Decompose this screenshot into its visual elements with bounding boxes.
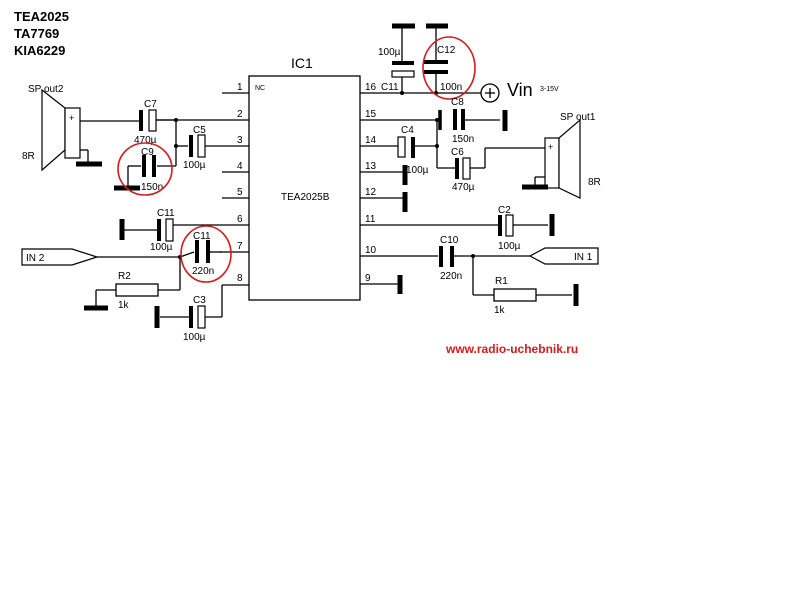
c6-value: 470µ [452, 182, 475, 193]
left-output-section: + SP out2 8R C7 470µ C5 100µ C9 150n [22, 84, 206, 196]
ic-part-number: TEA2025B [281, 192, 330, 203]
speaker-right-label: SP out1 [560, 112, 596, 123]
pin-12: 12 [365, 187, 377, 198]
part-name-1: TEA2025 [14, 9, 69, 24]
pin-7: 7 [237, 241, 243, 252]
c12-ref: C12 [437, 45, 456, 56]
c11-supply-ref: C11 [381, 82, 399, 93]
pin-11: 11 [365, 214, 376, 225]
c8-value: 150n [452, 134, 474, 145]
pin-13: 13 [365, 161, 377, 172]
right-output-section: C8 150n C4 100µ C6 470µ + SP out1 8R [397, 97, 601, 199]
input-left-section: IN 2 C11 220n R2 1k [21, 225, 232, 311]
pin-15: 15 [365, 109, 377, 120]
speaker-left-label: SP out2 [28, 84, 64, 95]
c4-value: 100µ [406, 165, 429, 176]
c9-highlight [117, 142, 173, 196]
input-left-label: IN 2 [26, 253, 45, 264]
c7-ref: C7 [144, 99, 157, 110]
pin-9: 9 [365, 273, 371, 284]
c12-highlight [422, 36, 476, 100]
c11-supply-value: 100µ [378, 47, 401, 58]
ic-ref: IC1 [291, 55, 313, 71]
ic-left-pins: 1 2 3 4 5 6 7 8 [150, 82, 249, 286]
pin-5: 5 [237, 187, 243, 198]
c9-ref: C9 [141, 147, 154, 158]
c10-value: 220n [440, 271, 462, 282]
c11-pin6-ref: C11 [157, 208, 175, 219]
pin-2: 2 [237, 109, 243, 120]
speaker-left-polarity: + [69, 113, 74, 123]
c11-input-value: 220n [192, 266, 214, 277]
vin-label: Vin [507, 80, 533, 100]
right-ground-stubs [397, 165, 408, 294]
speaker-right-polarity: + [548, 142, 553, 152]
c9-value: 150n [141, 182, 163, 193]
c2-ref: C2 [498, 205, 511, 216]
source-url[interactable]: www.radio-uchebnik.ru [445, 342, 578, 356]
speaker-right-impedance: 8R [588, 177, 601, 188]
r2-ref: R2 [118, 271, 131, 282]
part-list: TEA2025 TA7769 KIA6229 [14, 9, 69, 58]
c8-ref: C8 [451, 97, 464, 108]
pin-8: 8 [237, 273, 243, 284]
input-left-connector [21, 248, 99, 266]
c11-pin6-value: 100µ [150, 242, 173, 253]
c10-ref: C10 [440, 235, 459, 246]
ic-right-pins: 16 15 14 13 12 11 10 9 [360, 82, 498, 285]
r1-ref: R1 [495, 276, 508, 287]
speaker-right-icon [558, 118, 581, 199]
part-name-3: KIA6229 [14, 43, 65, 58]
c4-ref: C4 [401, 125, 414, 136]
c3-value: 100µ [183, 332, 206, 343]
input-right-label: IN 1 [574, 252, 593, 263]
c11-input-highlight [180, 225, 232, 283]
c2-section: C2 100µ [498, 205, 555, 252]
r1-value: 1k [494, 305, 506, 316]
input-right-section: C10 220n R1 1k IN 1 [439, 235, 599, 316]
c12-value: 100n [440, 82, 462, 93]
c7-value: 470µ [134, 135, 157, 146]
c5-value: 100µ [183, 160, 206, 171]
pin-1: 1 [237, 82, 243, 93]
part-name-2: TA7769 [14, 26, 59, 41]
input-right-connector [528, 247, 599, 265]
c2-value: 100µ [498, 241, 521, 252]
c11-input-ref: C11 [193, 231, 211, 242]
c3-ref: C3 [193, 295, 206, 306]
vin-range: 3-15V [540, 86, 559, 93]
c3-section: C3 100µ [154, 285, 223, 343]
pin-4: 4 [237, 161, 243, 172]
c5-ref: C5 [193, 125, 206, 136]
pin-10: 10 [365, 245, 377, 256]
pin-nc-label: NC [255, 85, 265, 92]
pin-14: 14 [365, 135, 377, 146]
pin-16: 16 [365, 82, 377, 93]
c11-pin6-section: C11 100µ [119, 208, 222, 253]
pin-6: 6 [237, 214, 243, 225]
speaker-left-impedance: 8R [22, 151, 35, 162]
r2-value: 1k [118, 300, 130, 311]
speaker-left-icon [41, 88, 66, 172]
ic-body: IC1 TEA2025B NC [248, 55, 361, 301]
c6-ref: C6 [451, 147, 464, 158]
pin-3: 3 [237, 135, 243, 146]
speaker-left-coil [64, 107, 81, 159]
supply-section: 100µ C11 C12 100n Vin 3-15V [378, 23, 559, 103]
